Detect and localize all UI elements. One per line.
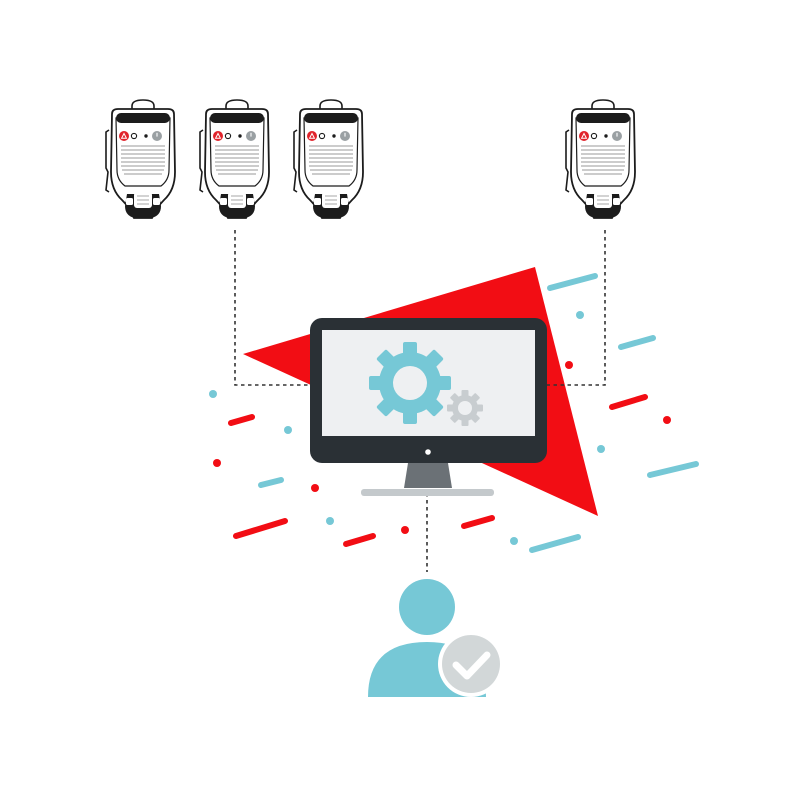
user-icon <box>368 579 504 697</box>
device-connector-lines <box>234 230 606 572</box>
check-icon <box>452 651 491 680</box>
monitor-neck <box>404 463 452 488</box>
monitor-icon <box>310 318 547 496</box>
gas-detector-device-3 <box>293 99 364 219</box>
small-gear-icon <box>447 390 483 426</box>
monitor-stand-base <box>361 489 494 496</box>
user-head <box>399 579 455 635</box>
decorative-dots <box>209 311 671 545</box>
monitor-power-dot <box>425 449 431 455</box>
connector-right <box>545 230 606 386</box>
large-gear-icon <box>369 342 451 424</box>
gas-detector-device-1 <box>105 99 176 219</box>
connector-left <box>234 230 318 386</box>
decorative-dashes <box>228 273 699 553</box>
gas-detector-device-2 <box>199 99 270 219</box>
gas-detector-device-4 <box>565 99 636 219</box>
